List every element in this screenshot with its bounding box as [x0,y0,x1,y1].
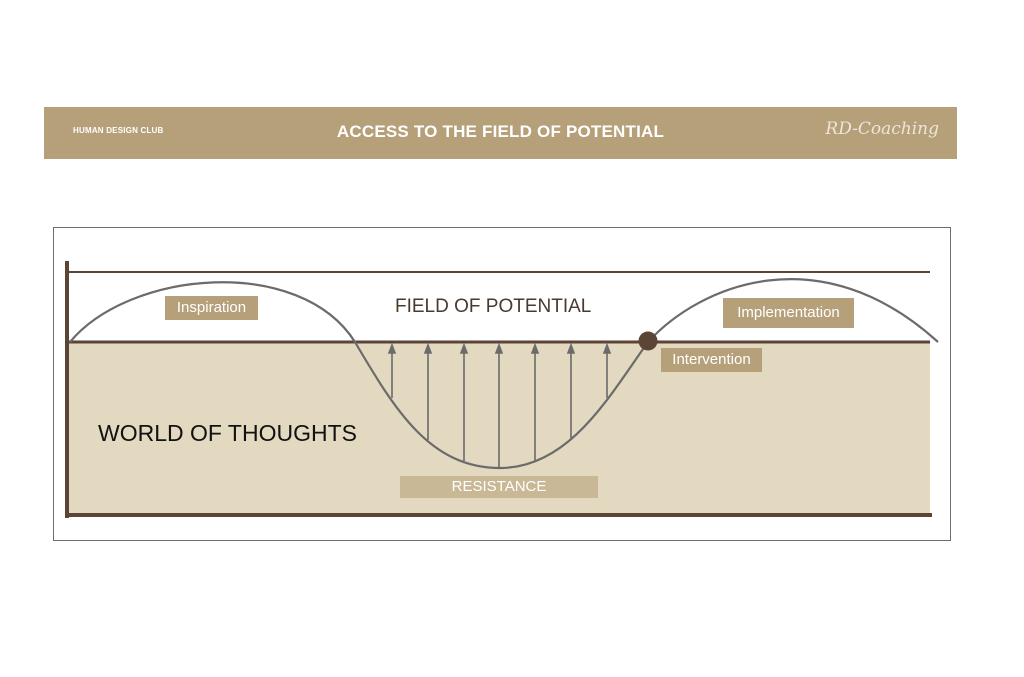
intervention-point [638,331,658,351]
field-of-potential-label: FIELD OF POTENTIAL [395,296,592,317]
arrow-head [566,342,576,354]
world-of-thoughts-label: WORLD OF THOUGHTS [98,420,357,446]
arrow-head [602,342,612,354]
club-name: HUMAN DESIGN CLUB [73,126,164,135]
arrow-head [494,342,504,354]
arrow-head [423,342,433,354]
arrow-head [459,342,469,354]
intervention-label: Intervention [661,348,762,372]
page-title: ACCESS TO THE FIELD OF POTENTIAL [336,122,665,141]
header-banner: HUMAN DESIGN CLUB ACCESS TO THE FIELD OF… [44,107,957,159]
implementation-label: Implementation [723,298,854,328]
arrow-head [530,342,540,354]
logo: RD-Coaching [825,119,939,139]
wave-curve [69,278,939,470]
inspiration-label: Inspiration [165,296,258,320]
resistance-label: RESISTANCE [400,476,598,498]
arrow-head [387,342,397,354]
arrows-group [387,342,612,467]
